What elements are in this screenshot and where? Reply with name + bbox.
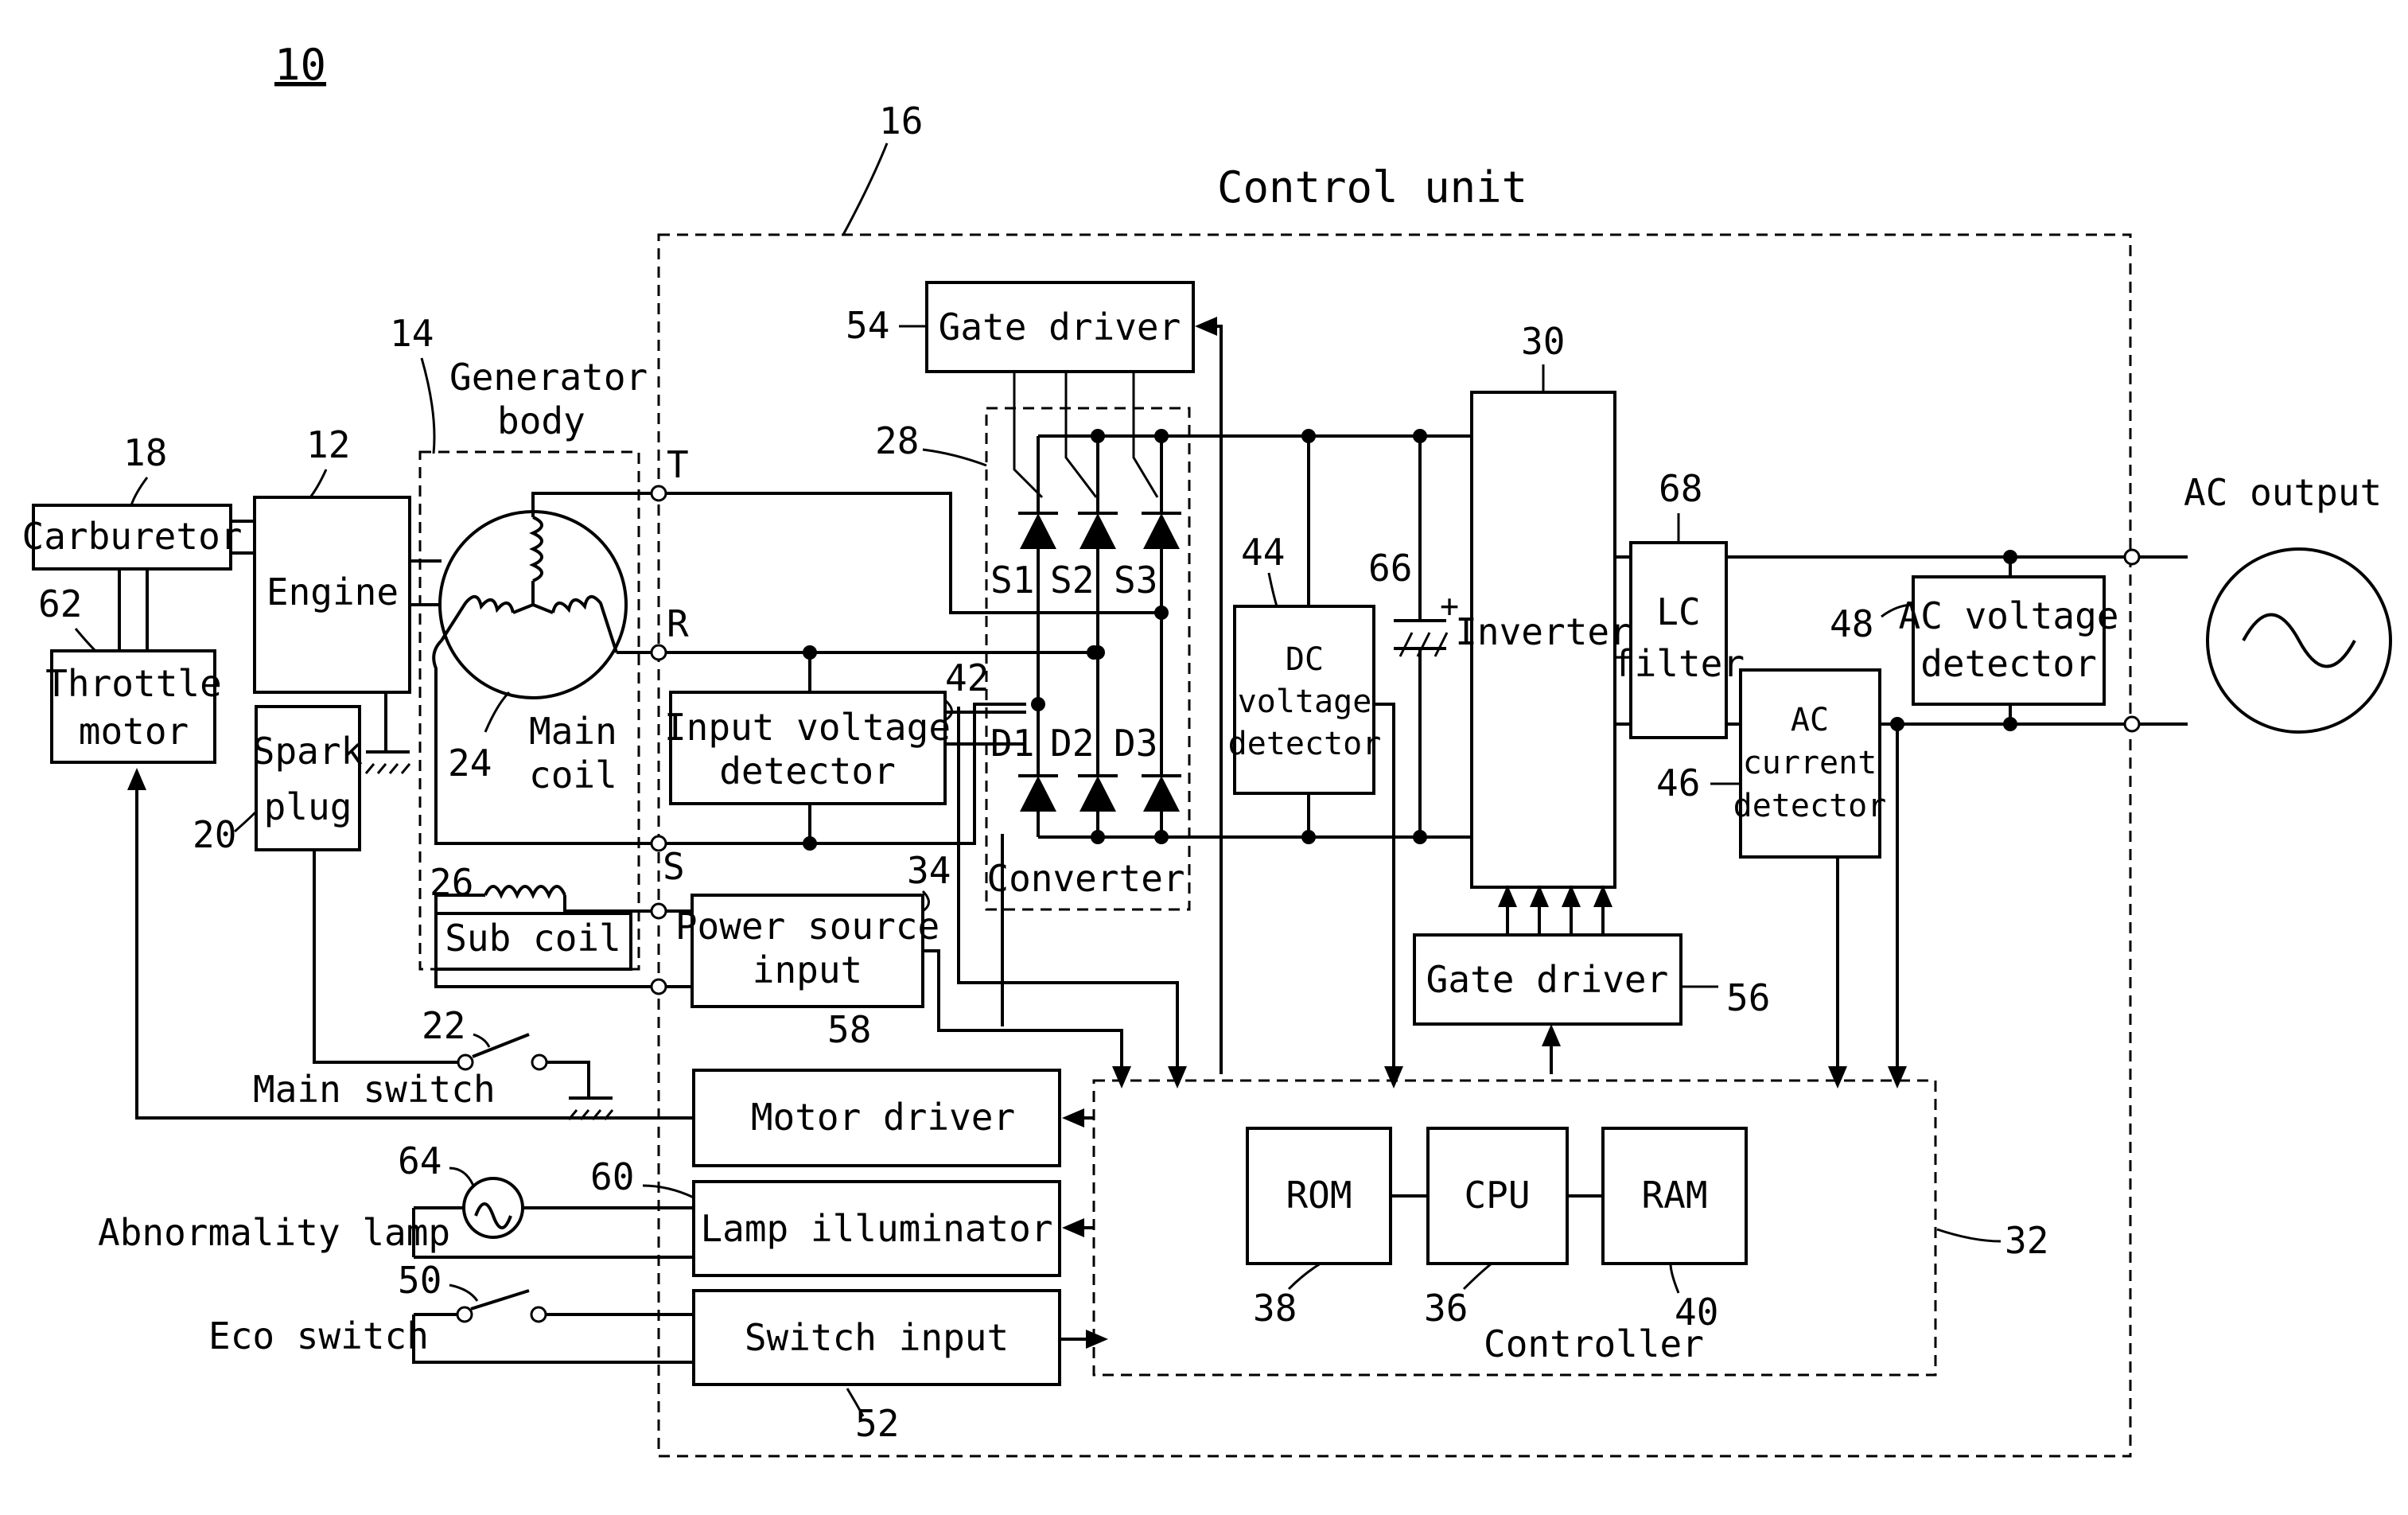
dc-voltage-detector-label-2: voltage: [1238, 684, 1372, 720]
gate-driver-bottom-label: Gate driver: [1426, 958, 1669, 1001]
lc-filter-label-1: LC: [1656, 590, 1700, 633]
ref-24: 24: [448, 742, 492, 785]
ac-voltage-detector-label-2: detector: [1920, 642, 2097, 685]
main-coil-label-1: Main: [529, 710, 617, 753]
label-s2: S2: [1050, 559, 1094, 602]
terminal-r: R: [667, 602, 689, 645]
ram-label: RAM: [1641, 1174, 1707, 1217]
spark-plug-block: [256, 707, 360, 850]
throttle-motor-label-1: Throttle: [45, 662, 222, 705]
spark-plug-label-1: Spark: [253, 730, 363, 773]
ref-50: 50: [398, 1259, 442, 1302]
ref-64: 64: [398, 1139, 442, 1182]
ref-60: 60: [590, 1155, 634, 1198]
ref-42: 42: [945, 656, 989, 699]
ref-44: 44: [1241, 531, 1285, 574]
ac-current-detector-label-1: AC: [1791, 702, 1829, 738]
lamp-illuminator-label: Lamp illuminator: [700, 1207, 1052, 1250]
ref-62: 62: [38, 582, 82, 625]
ac-current-detector-label-2: current: [1743, 745, 1877, 781]
inverter-label: Inverter: [1455, 610, 1632, 653]
abnormality-lamp-label: Abnormality lamp: [98, 1211, 450, 1254]
generator-body-label-1: Generator: [449, 356, 648, 399]
ref-66: 66: [1368, 547, 1412, 590]
ref-58: 58: [827, 1008, 871, 1051]
ref-12: 12: [306, 423, 350, 466]
ref-36: 36: [1424, 1287, 1468, 1330]
lc-filter-block: [1631, 543, 1726, 738]
ac-voltage-detector-label-1: AC voltage: [1899, 594, 2119, 637]
eco-switch-label: Eco switch: [208, 1314, 429, 1357]
carburetor-label: Carburetor: [22, 515, 243, 558]
input-voltage-detector-label-1: Input voltage: [664, 706, 951, 749]
label-d2: D2: [1050, 722, 1094, 765]
input-voltage-detector-label-2: detector: [719, 750, 896, 793]
ref-46: 46: [1656, 761, 1700, 804]
ac-output-label: AC output: [2184, 471, 2382, 514]
converter-label: Converter: [986, 857, 1185, 900]
label-d1: D1: [990, 722, 1034, 765]
ac-current-detector-label-3: detector: [1733, 788, 1887, 824]
ref-16: 16: [879, 99, 923, 142]
power-source-input-label-2: input: [753, 948, 862, 991]
ref-56: 56: [1726, 976, 1770, 1019]
throttle-motor-label-2: motor: [79, 710, 189, 753]
ref-34: 34: [907, 849, 951, 892]
motor-driver-label: Motor driver: [751, 1096, 1015, 1139]
ref-38: 38: [1253, 1287, 1297, 1330]
ref-54: 54: [846, 304, 889, 347]
ref-18: 18: [123, 431, 167, 474]
terminal-s: S: [663, 845, 685, 888]
rom-label: ROM: [1286, 1174, 1352, 1217]
power-source-input-label-1: Power source: [675, 905, 939, 948]
lc-filter-label-2: filter: [1612, 642, 1745, 685]
cpu-label: CPU: [1464, 1174, 1530, 1217]
ref-32: 32: [2005, 1219, 2048, 1262]
ref-22: 22: [422, 1004, 465, 1047]
ref-20: 20: [193, 813, 236, 856]
engine-label: Engine: [266, 571, 399, 613]
figure-number: 10: [274, 40, 326, 90]
ref-14: 14: [390, 312, 434, 355]
ref-52: 52: [855, 1402, 899, 1445]
terminal-t: T: [667, 443, 689, 486]
dc-voltage-detector-label-1: DC: [1286, 641, 1324, 678]
main-coil-label-2: coil: [529, 754, 617, 796]
ref-68: 68: [1659, 467, 1702, 510]
abnormality-lamp-icon: [464, 1178, 523, 1237]
main-switch-label: Main switch: [253, 1068, 496, 1111]
spark-plug-label-2: plug: [264, 785, 352, 828]
label-d3: D3: [1114, 722, 1157, 765]
control-unit-label: Control unit: [1217, 162, 1527, 212]
gate-driver-top-label: Gate driver: [939, 306, 1181, 349]
controller-label: Controller: [1484, 1322, 1704, 1365]
dc-voltage-detector-label-3: detector: [1228, 726, 1382, 762]
ref-48: 48: [1830, 602, 1873, 645]
switch-input-label: Switch input: [745, 1316, 1009, 1359]
label-s3: S3: [1114, 559, 1157, 602]
ref-30: 30: [1521, 320, 1565, 363]
label-s1: S1: [990, 559, 1034, 602]
ref-40: 40: [1675, 1291, 1718, 1334]
diodes: [1018, 760, 1181, 837]
sub-coil-label: Sub coil: [445, 917, 621, 960]
generator-body-label-2: body: [497, 399, 585, 442]
ref-28: 28: [875, 419, 919, 462]
